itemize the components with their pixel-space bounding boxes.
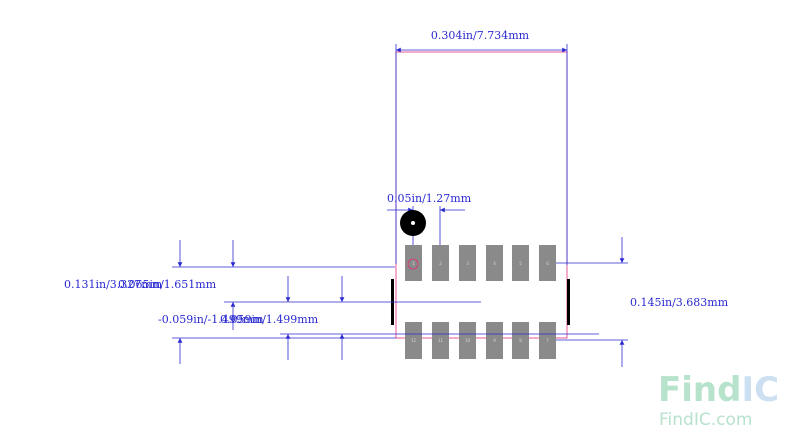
pin-number: 9 — [493, 338, 496, 343]
pad — [432, 322, 449, 359]
dimension-offset-overlap-label: 0.059in/1.499mm — [220, 313, 319, 326]
pad — [512, 245, 529, 281]
pin-number: 2 — [439, 261, 442, 266]
dimension-pitch — [387, 206, 465, 262]
pad — [539, 322, 556, 359]
pin-number: 6 — [546, 261, 549, 266]
pin-number: 10 — [465, 338, 471, 343]
pad — [486, 245, 503, 281]
dimension-pad-length-label: 0.131in/3.327mm — [64, 278, 163, 291]
pad — [432, 245, 449, 281]
dimension-pitch-label: 0.05in/1.27mm — [387, 192, 472, 205]
pad-row-bottom: 12 11 10 9 8 7 — [405, 322, 556, 359]
pin-number: 8 — [519, 338, 522, 343]
pin1-marker-dot — [411, 221, 415, 225]
pad — [405, 245, 422, 281]
pin-number: 4 — [493, 261, 496, 266]
body-edge-right — [567, 279, 570, 325]
watermark-logo: FindIC FindIC.com — [658, 370, 779, 430]
pin-number: 7 — [546, 338, 549, 343]
pin1-outline — [407, 258, 419, 270]
pin-number: 11 — [438, 338, 444, 343]
pin-number: 1 — [412, 261, 415, 266]
pad-row-top: 1 2 3 4 5 6 — [405, 245, 556, 281]
dimension-width-label: 0.304in/7.734mm — [431, 29, 530, 42]
pin-number: 3 — [466, 261, 469, 266]
dimension-body-height-label: 0.145in/3.683mm — [630, 296, 729, 309]
pin-number: 12 — [411, 338, 417, 343]
pad — [486, 322, 503, 359]
pad — [405, 322, 422, 359]
dimension-pad-length-overlap-label: 0.065in/1.651mm — [118, 278, 217, 291]
dimension-left — [172, 240, 599, 364]
pad — [539, 245, 556, 281]
pad — [459, 322, 476, 359]
dimension-width-top — [395, 44, 568, 265]
pad — [512, 322, 529, 359]
pad — [459, 245, 476, 281]
svg-text:FindIC.com: FindIC.com — [659, 410, 752, 430]
dimension-offset-label: -0.059in/-1.499mm — [158, 313, 264, 326]
pin-number: 5 — [519, 261, 522, 266]
svg-text:FindIC: FindIC — [658, 370, 779, 410]
dimension-right — [556, 237, 628, 367]
